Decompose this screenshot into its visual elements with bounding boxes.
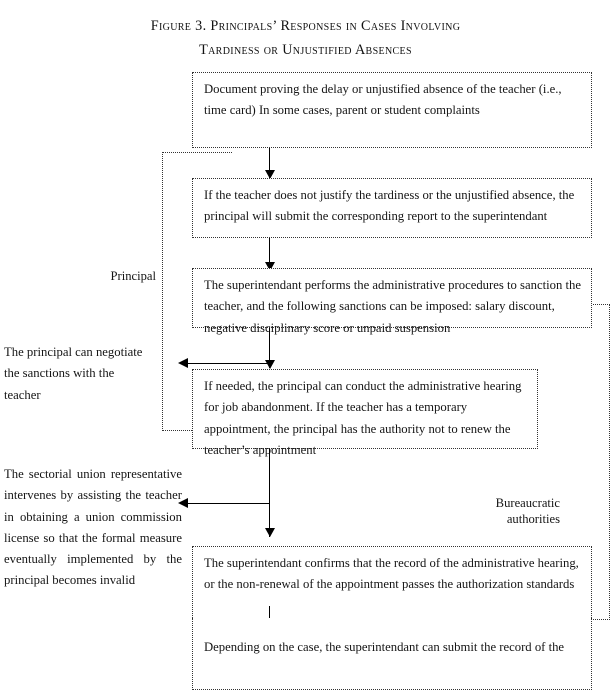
figure-title-line-1: Figure 3. Principals’ Responses in Cases… (150, 18, 461, 34)
annotation-union-representative: The sectorial union representative inter… (4, 467, 182, 588)
connector-branch-to-union-annotation (188, 502, 270, 504)
connector-box2-to-box3 (269, 238, 271, 270)
figure-title-line-2: Tardiness or Unjustified Absences (199, 42, 412, 58)
figure-title: Figure 3. Principals’ Responses in Cases… (0, 14, 611, 62)
connector-box1-to-box2-arrowhead (264, 170, 275, 179)
process-box-submit-record: Depending on the case, the superintendan… (192, 618, 592, 690)
connector-box1-to-box2 (269, 148, 271, 178)
process-box-authorization-standards: The superintendant confirms that the rec… (192, 546, 592, 618)
connector-box4-to-box5 (269, 449, 271, 537)
process-box-report-to-superintendant: If the teacher does not justify the tard… (192, 178, 592, 238)
process-box-sanctions: The superintendant performs the administ… (192, 268, 592, 335)
swimlane-principal-label: Principal (110, 269, 156, 283)
connector-branch-to-union-arrowhead (178, 498, 188, 508)
annotation-principal-negotiate: The principal can negotiate the sanction… (4, 345, 143, 402)
connector-box4-to-box5-arrowhead (264, 528, 275, 537)
connector-branch-to-negotiate-arrowhead (178, 358, 188, 368)
connector-branch-to-negotiate-annotation (188, 362, 270, 364)
connector-box3-to-box4-arrowhead (264, 360, 275, 369)
process-box-administrative-hearing: If needed, the principal can conduct the… (192, 369, 538, 457)
process-box-document-proof: Document proving the delay or unjustifie… (192, 72, 592, 148)
connector-box2-to-box3-arrowhead (264, 262, 275, 271)
swimlane-bureaucratic-authorities-label: Bureaucratic authorities (495, 496, 560, 526)
connector-box3-to-box4 (269, 328, 271, 368)
